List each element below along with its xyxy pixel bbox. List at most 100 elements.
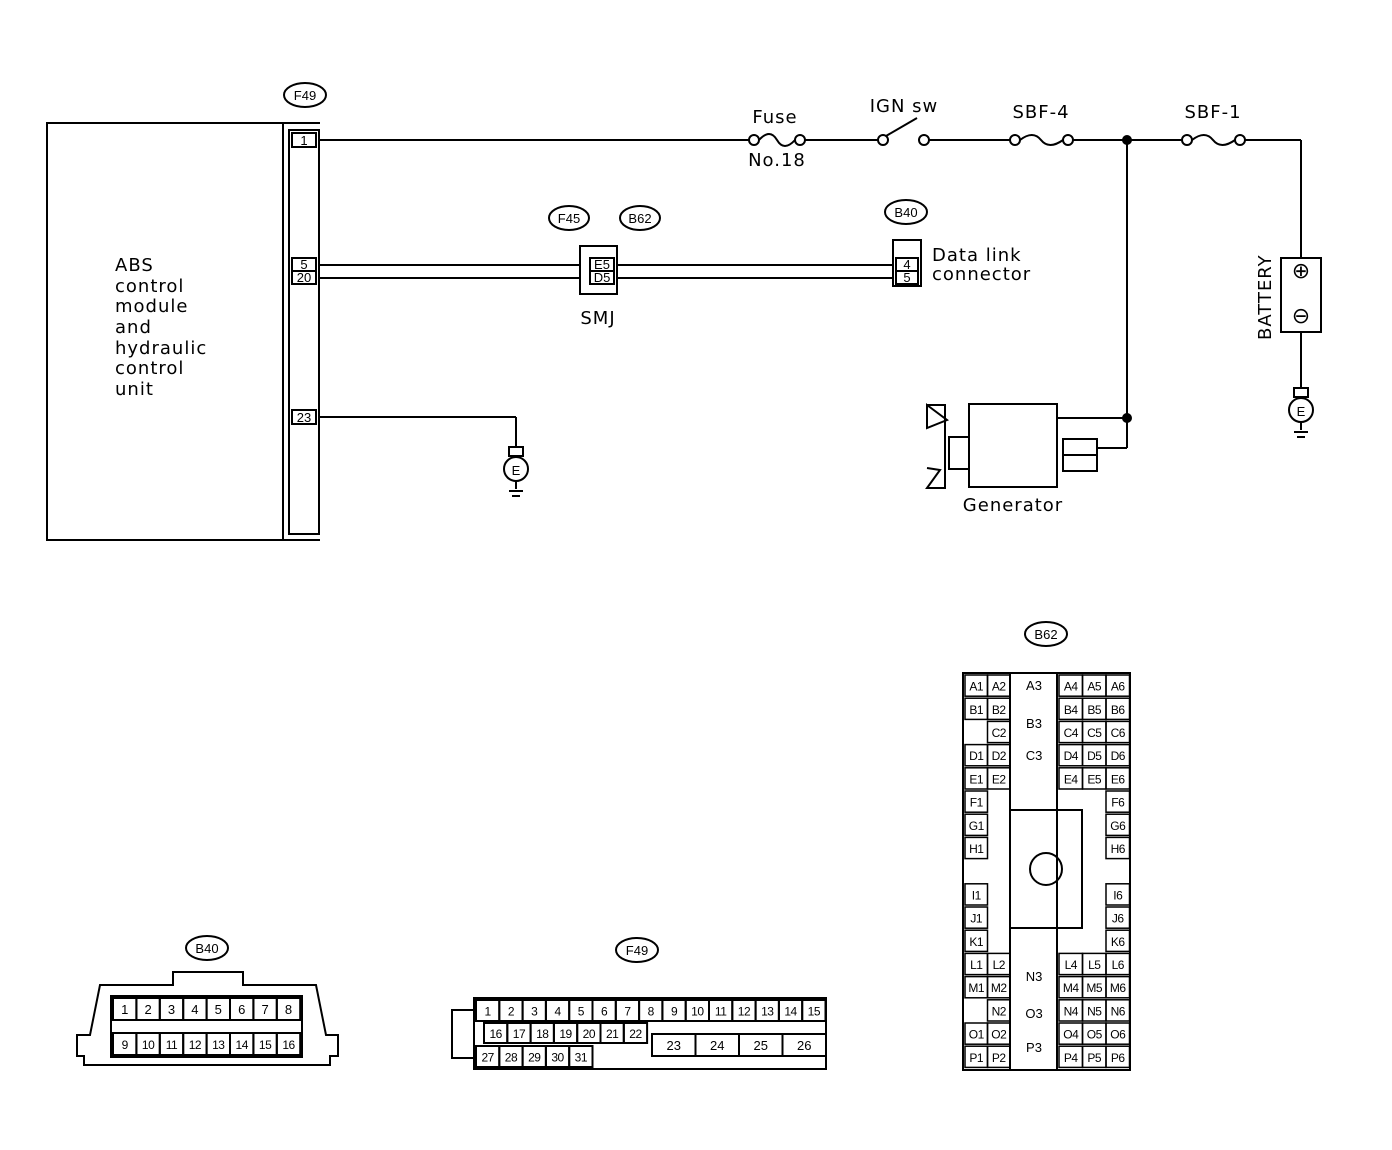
b62-pin-cell bbox=[1105, 813, 1131, 837]
f49-pin-cell bbox=[801, 999, 827, 1022]
b62-center-pin-label: B3 bbox=[1026, 716, 1042, 731]
b62-pin-label: G6 bbox=[1110, 819, 1126, 833]
b62-pin-cell bbox=[1105, 674, 1131, 697]
f49-big-pin-label: 24 bbox=[710, 1038, 724, 1053]
b62-pin-label: N2 bbox=[992, 1004, 1007, 1018]
f49-pin-label: 29 bbox=[528, 1051, 541, 1065]
b62-pin-cell bbox=[986, 1022, 1011, 1045]
smj-tag-oval-b62 bbox=[619, 205, 661, 231]
svg-text:and: and bbox=[115, 317, 152, 338]
b62-pin-cell bbox=[986, 999, 1011, 1022]
b62-pin-label: B1 bbox=[969, 703, 984, 717]
svg-text:1: 1 bbox=[300, 133, 307, 148]
b62-pin-cell bbox=[1105, 999, 1131, 1022]
b62-pin-label: N5 bbox=[1087, 1004, 1102, 1018]
b62-pin-label: C5 bbox=[1087, 726, 1102, 740]
f49-pin-cell bbox=[622, 1022, 649, 1044]
b62-pin-label: D5 bbox=[1087, 749, 1102, 763]
f49-face-tag: F49 bbox=[626, 943, 648, 958]
b62-pin-label: N4 bbox=[1064, 1004, 1079, 1018]
b62-pin-cell bbox=[986, 674, 1011, 697]
b62-pin-label: A4 bbox=[1064, 680, 1079, 694]
data-link-wires bbox=[319, 264, 893, 279]
b62-pin-cell bbox=[986, 975, 1011, 999]
b62-pin-label: C4 bbox=[1064, 726, 1079, 740]
b40-pin-label: 12 bbox=[189, 1038, 202, 1052]
f49-pin-label: 28 bbox=[505, 1051, 518, 1065]
b62-pin-cell bbox=[1105, 1022, 1131, 1045]
ground-symbol bbox=[1288, 387, 1314, 438]
sbf4-label: SBF-4 bbox=[1012, 102, 1069, 123]
b62-pin-cell bbox=[964, 836, 989, 860]
b62-pin-label: H1 bbox=[969, 842, 984, 856]
f49-pin-label: 31 bbox=[575, 1051, 588, 1065]
b62-pin-cell bbox=[1105, 1045, 1131, 1069]
b62-pin-label: F6 bbox=[1111, 796, 1125, 810]
b62-pin-cell bbox=[1105, 697, 1131, 721]
b62-face-tag: B62 bbox=[1034, 627, 1057, 642]
b62-pin-label: A5 bbox=[1087, 680, 1102, 694]
b62-pin-cell bbox=[964, 883, 989, 906]
b62-pin-cell bbox=[1105, 906, 1131, 929]
svg-text:ABS: ABS bbox=[115, 255, 154, 276]
b62-pin-label: K6 bbox=[1111, 935, 1126, 949]
f49-pin-label: 13 bbox=[761, 1005, 774, 1019]
generator-label: Generator bbox=[963, 495, 1063, 516]
b62-pin-label: D6 bbox=[1111, 749, 1126, 763]
svg-text:hydraulic: hydraulic bbox=[115, 338, 207, 359]
b62-pin-label: O6 bbox=[1110, 1028, 1126, 1042]
f49-pin-label: 4 bbox=[554, 1005, 561, 1019]
power-supply-wire bbox=[319, 117, 1302, 448]
f49-pin-label: 9 bbox=[671, 1005, 678, 1019]
b62-pin-cell bbox=[964, 813, 989, 837]
b62-pin-label: D1 bbox=[969, 749, 984, 763]
b62-pin-cell bbox=[964, 790, 989, 813]
b62-pin-cell bbox=[1105, 836, 1131, 860]
ecu-ground-label: E bbox=[512, 463, 521, 478]
b62-pin-label: J6 bbox=[1112, 912, 1125, 926]
b62-pin-label: P5 bbox=[1087, 1051, 1102, 1065]
smj-tag-oval-f45 bbox=[548, 205, 590, 231]
b40-pin-label: 16 bbox=[282, 1038, 295, 1052]
b62-pin-label: J1 bbox=[970, 912, 983, 926]
b40-pin-label: 7 bbox=[261, 1002, 268, 1017]
junction-dot bbox=[1122, 135, 1132, 145]
b62-pin-label: M1 bbox=[968, 981, 984, 995]
b62-pin-label: C2 bbox=[992, 726, 1007, 740]
smj-tag-f45: F45 bbox=[558, 211, 580, 226]
b62-pin-label: B4 bbox=[1064, 703, 1079, 717]
b40-pin-label: 1 bbox=[121, 1002, 128, 1017]
f49-big-pin-label: 25 bbox=[754, 1038, 768, 1053]
b40-connector-face bbox=[76, 971, 339, 1066]
svg-text:control: control bbox=[115, 276, 184, 297]
b40-pin-label: 2 bbox=[144, 1002, 151, 1017]
f49-pin-label: 20 bbox=[583, 1027, 596, 1041]
battery bbox=[1280, 257, 1322, 388]
ecu-ground-wire bbox=[319, 416, 529, 497]
b62-pin-label: P2 bbox=[992, 1051, 1007, 1065]
battery-minus: ⊖ bbox=[1292, 304, 1310, 329]
dlc-label-line2: connector bbox=[932, 264, 1031, 285]
b62-pin-label: M4 bbox=[1063, 981, 1079, 995]
b62-pin-cell bbox=[1105, 975, 1131, 999]
b40-pin-label: 14 bbox=[236, 1038, 249, 1052]
ecu-label: ABS control module and hydraulic control… bbox=[115, 255, 207, 400]
f49-pin-label: 8 bbox=[648, 1005, 655, 1019]
b62-pin-label: P1 bbox=[969, 1051, 984, 1065]
dlc-pin-5: 5 bbox=[903, 270, 910, 285]
b62-pin-cell bbox=[986, 720, 1011, 744]
b62-pin-cell bbox=[1105, 883, 1131, 906]
b62-pin-label: D2 bbox=[992, 749, 1007, 763]
b62-pin-label: O1 bbox=[969, 1028, 985, 1042]
b62-pin-cell bbox=[986, 743, 1011, 767]
b40-face-tag-oval bbox=[185, 935, 229, 961]
b62-pin-label: E2 bbox=[992, 772, 1007, 786]
b62-pin-cell bbox=[1105, 929, 1131, 953]
ecu-pin-labels: 1 5 20 23 bbox=[297, 133, 311, 425]
svg-text:control: control bbox=[115, 358, 184, 379]
ign-switch-label: IGN sw bbox=[870, 96, 939, 117]
f49-pin-label: 21 bbox=[606, 1027, 619, 1041]
